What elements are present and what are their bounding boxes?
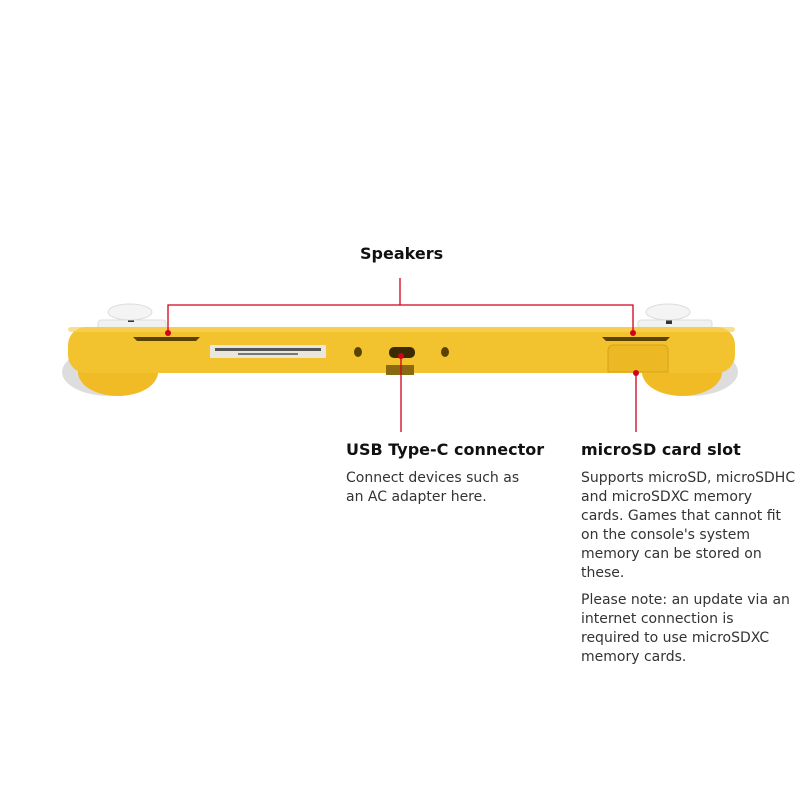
serial-number-print	[238, 353, 298, 355]
microsd-description: Supports microSD, microSDHC and microSDX…	[581, 469, 796, 583]
jack-right	[441, 347, 449, 357]
callout-lines	[167, 278, 637, 432]
jack-left	[354, 347, 362, 357]
text-line: connection is required to use microSDXC	[581, 611, 770, 646]
text-line: an AC adapter here.	[346, 489, 487, 505]
text-line: cannot fit on the console's system memor…	[581, 508, 782, 562]
text-line: Supports microSD, microSDHC and	[581, 470, 796, 505]
usb-notch	[386, 365, 414, 375]
microsd-cover	[607, 344, 669, 373]
speakers-title: Speakers	[360, 244, 444, 263]
left-speaker	[133, 337, 200, 341]
text-line: microSDXC memory cards. Games that	[581, 489, 752, 524]
text-line: can be stored on these.	[581, 546, 762, 581]
text-line: Connect devices such as	[346, 470, 520, 486]
usb-port	[389, 347, 415, 358]
usb-description: Connect devices such as an AC adapter he…	[346, 469, 519, 507]
microsd-text-column: Supports microSD, microSDHC and microSDX…	[581, 469, 796, 667]
text-line: memory cards.	[581, 649, 687, 665]
usb-title: USB Type-C connector	[346, 440, 545, 459]
serial-label	[210, 345, 326, 358]
serial-barcode	[215, 348, 321, 351]
microsd-note: Please note: an update via an internet c…	[581, 591, 796, 667]
callout-dots	[165, 330, 639, 376]
microsd-title: microSD card slot	[581, 440, 741, 459]
right-speaker	[602, 337, 670, 341]
console-highlight	[68, 327, 735, 332]
text-line: Please note: an update via an internet	[581, 592, 790, 627]
